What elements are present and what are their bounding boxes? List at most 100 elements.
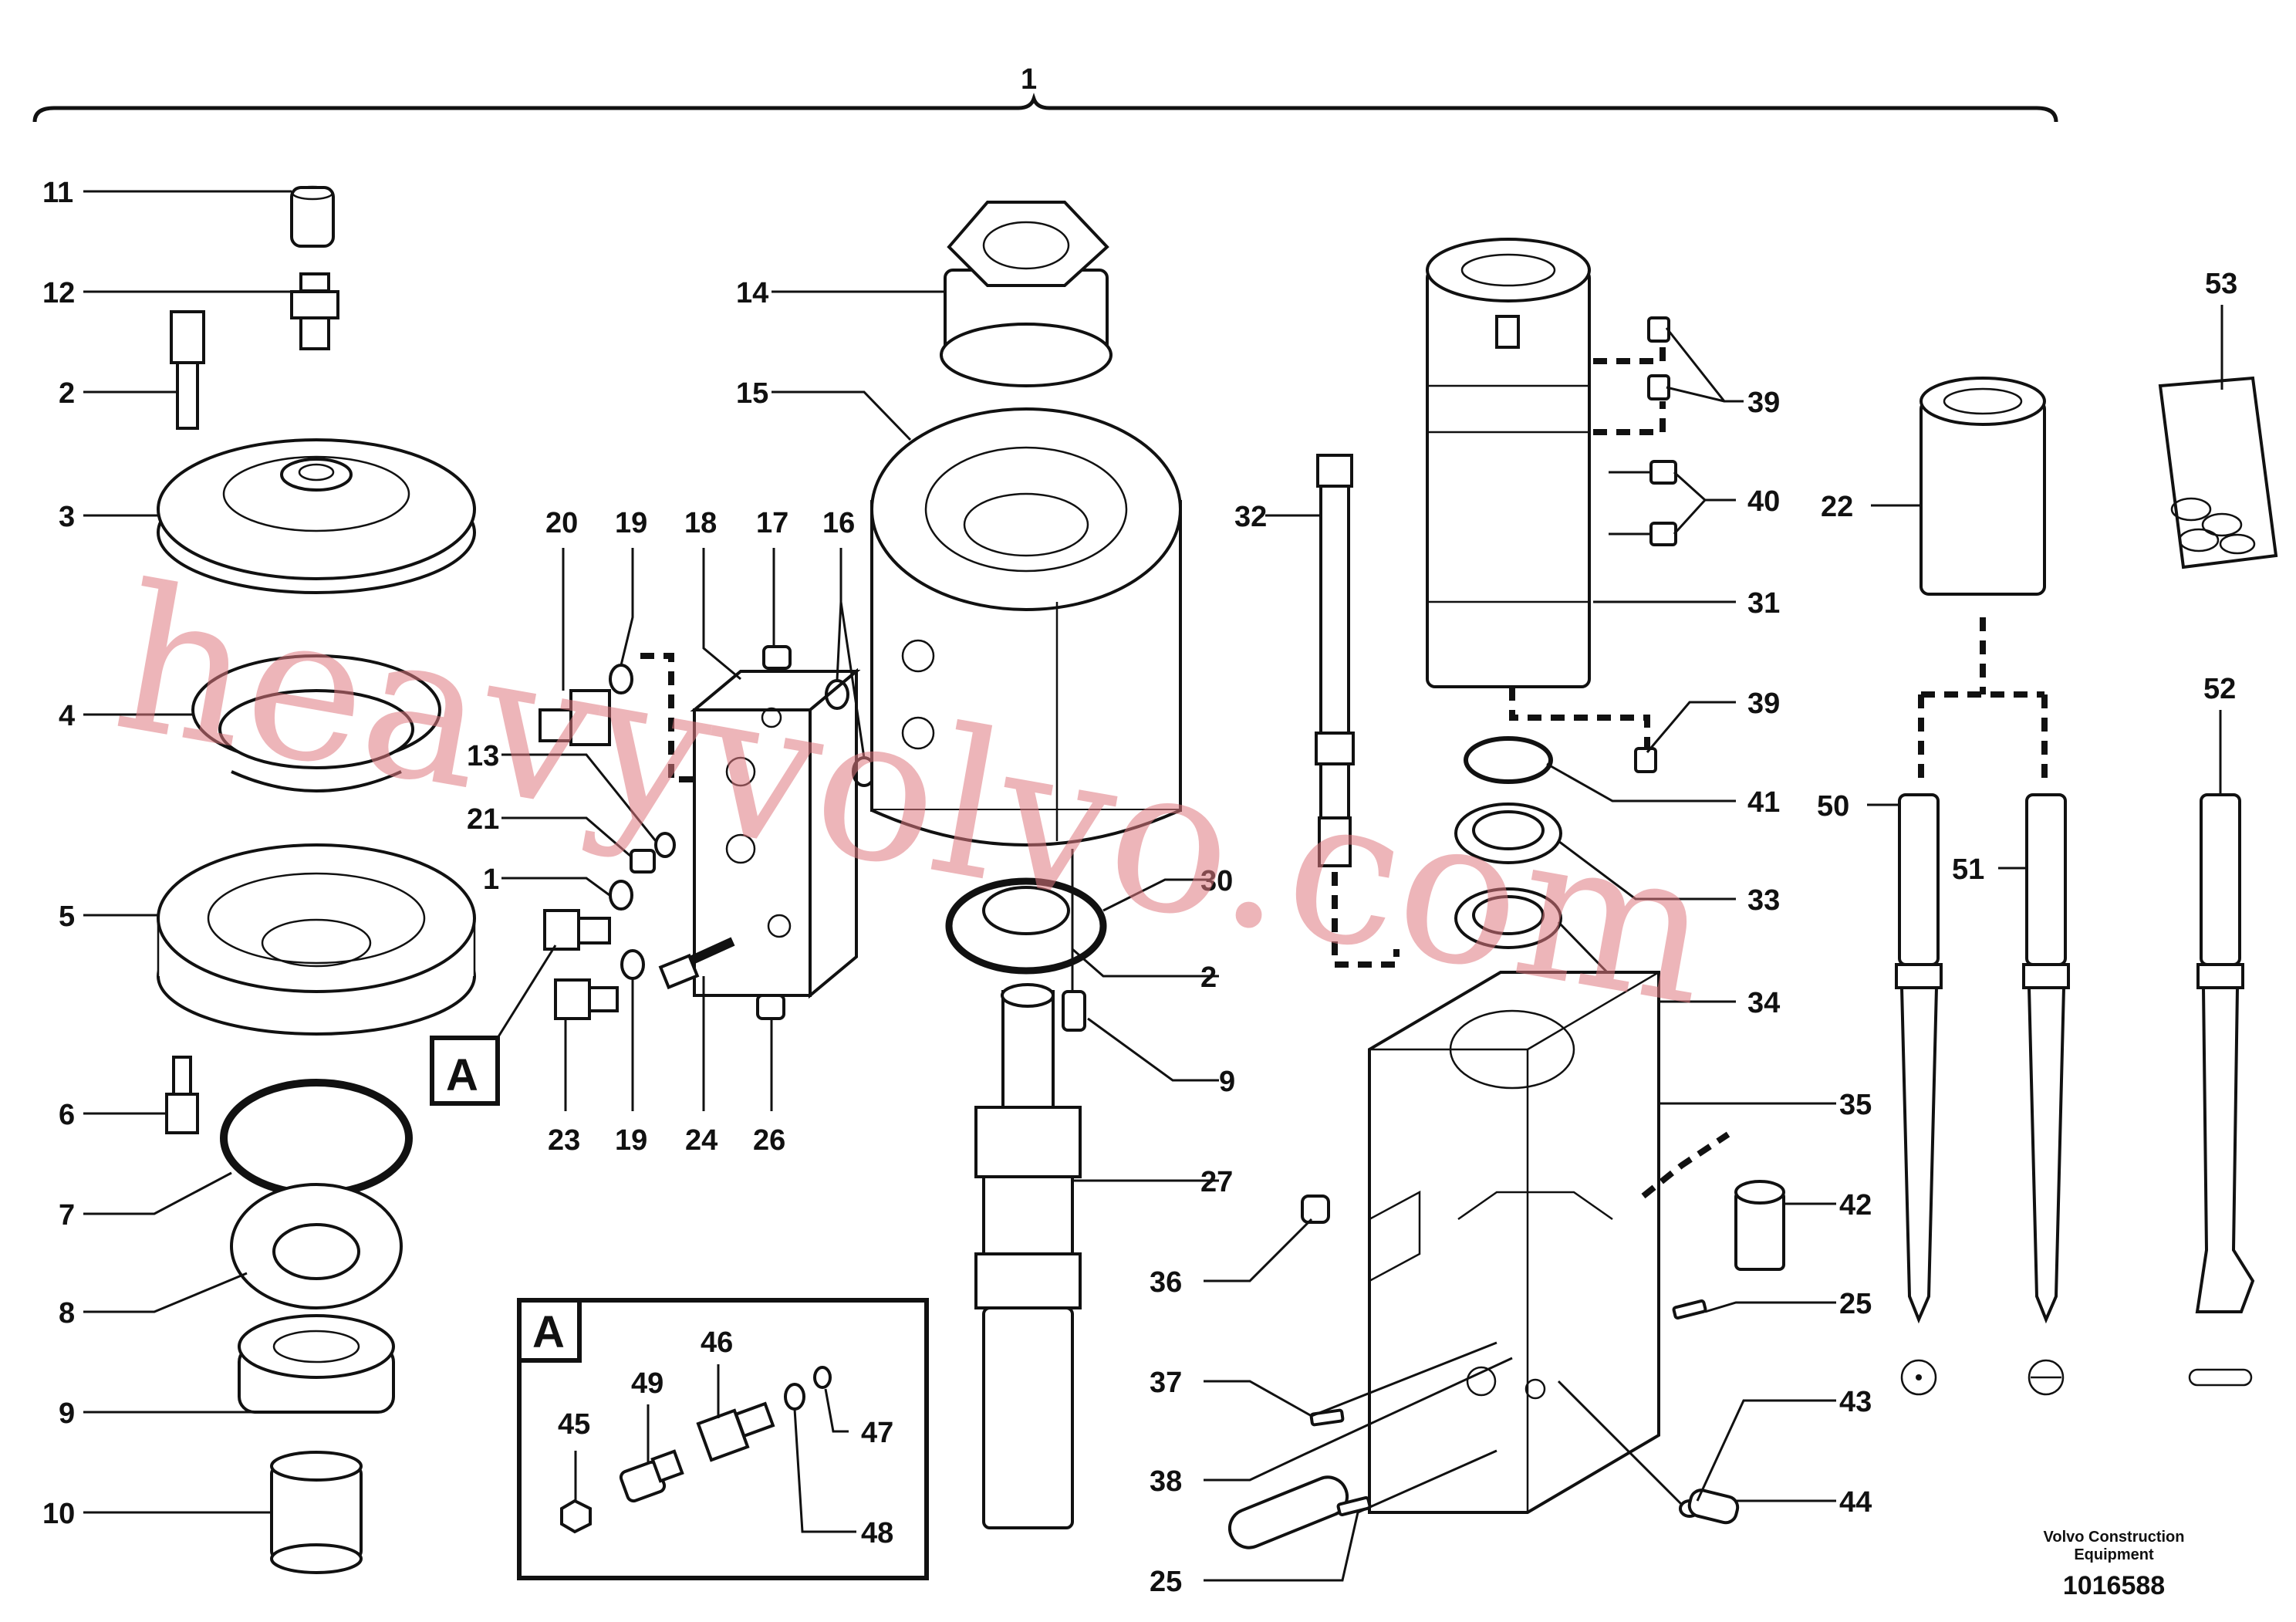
callout-25-bottom: 25	[1150, 1566, 1182, 1598]
callout-19-top: 19	[615, 507, 647, 539]
detail-box-title: A	[532, 1307, 565, 1357]
part-2-bolt	[170, 310, 205, 430]
tools-callouts: 50 51 52	[1817, 673, 2236, 886]
callout-32: 32	[1234, 501, 1267, 533]
detail-box-a: A 45 49 46 47 48	[517, 1298, 929, 1580]
part-9-pin	[1062, 990, 1086, 1032]
callout-24: 24	[685, 1124, 718, 1157]
part-39-plug-c	[1634, 747, 1657, 773]
part-9-damper	[238, 1314, 395, 1414]
part-51-chisel	[2022, 793, 2070, 1396]
dash-connector-20-18	[640, 653, 694, 782]
callout-12: 12	[42, 277, 75, 309]
part-49-fitting	[619, 1449, 684, 1503]
part-1-o-ring	[609, 880, 633, 911]
part-31-accumulator	[1426, 238, 1591, 688]
callout-49: 49	[631, 1367, 663, 1400]
part-32-rod	[1315, 454, 1355, 867]
callout-11: 11	[42, 177, 73, 209]
callout-8: 8	[59, 1297, 75, 1330]
dash-39a	[1593, 347, 1666, 364]
dash-connector-32-35	[1332, 872, 1400, 968]
callout-9: 9	[59, 1397, 75, 1430]
callout-17: 17	[756, 507, 788, 539]
cylinder-callouts: 14 15 30 2 9 27	[736, 277, 1235, 1198]
front-head-callouts: 35 42 25 36 37 38 25 43 44	[1150, 1089, 1872, 1598]
dash-connector-22-tools	[1918, 617, 2048, 779]
valve-callouts: 20 19 18 17 16 13 21 1 23 19 24 26	[467, 507, 855, 1157]
callout-47: 47	[861, 1417, 893, 1449]
footer: Volvo Construction Equipment 1016588	[2044, 1529, 2185, 1600]
callout-1-assembly: 1	[1021, 63, 1037, 96]
part-13-o-ring	[654, 832, 676, 858]
callout-53: 53	[2205, 268, 2237, 300]
callout-2-b: 2	[1200, 961, 1217, 994]
part-22-bushing	[1920, 377, 2046, 596]
part-19-o-ring-b	[620, 949, 645, 980]
part-50-chisel	[1895, 793, 1943, 1396]
callout-18: 18	[684, 507, 717, 539]
part-47-o-ring	[813, 1366, 832, 1389]
part-52-chisel	[2188, 793, 2255, 1387]
part-4-cup	[191, 654, 441, 792]
callout-33: 33	[1747, 884, 1780, 917]
callout-22: 22	[1821, 491, 1853, 523]
part-17-plug	[762, 645, 792, 670]
callout-19-bottom: 19	[615, 1124, 647, 1157]
part-8-washer	[230, 1183, 403, 1309]
callout-34: 34	[1747, 987, 1780, 1019]
part-37-pin	[1309, 1408, 1345, 1427]
part-10-bushing	[270, 1451, 363, 1574]
part-40-insert-a	[1649, 460, 1677, 485]
valve-leader-lines	[501, 548, 866, 1111]
callout-25-right: 25	[1839, 1288, 1872, 1320]
part-21-plug	[630, 849, 656, 874]
part-33-seal	[1454, 803, 1562, 864]
callout-41: 41	[1747, 786, 1780, 819]
part-38-pin	[1228, 1475, 1349, 1549]
callout-40: 40	[1747, 485, 1780, 518]
part-41-ring	[1464, 736, 1553, 784]
part-42-bushing	[1734, 1180, 1785, 1271]
callout-50: 50	[1817, 790, 1849, 823]
part-12-nipple	[290, 272, 339, 350]
callout-7: 7	[59, 1199, 75, 1232]
part-20-fitting	[539, 689, 611, 746]
callout-23: 23	[548, 1124, 580, 1157]
callout-52: 52	[2203, 673, 2236, 705]
part-25-pin-b	[1336, 1496, 1372, 1516]
part-36-valve	[1301, 1195, 1330, 1224]
callout-46: 46	[701, 1326, 733, 1359]
callout-1-oring: 1	[483, 863, 499, 896]
part-11-cap	[290, 185, 335, 248]
part-27-piston	[974, 983, 1082, 1529]
tools-leader-lines	[1867, 710, 2222, 870]
part-7-o-ring	[220, 1079, 413, 1198]
callout-35: 35	[1839, 1089, 1872, 1121]
assembly-brace: 1	[32, 63, 2058, 123]
part-26-plug	[756, 994, 785, 1020]
callout-39-bottom: 39	[1747, 688, 1780, 720]
part-15-cylinder	[870, 407, 1182, 846]
part-46-adapter	[696, 1401, 775, 1462]
callout-10: 10	[42, 1498, 75, 1530]
callout-14: 14	[736, 277, 768, 309]
callout-5: 5	[59, 901, 75, 933]
callout-44: 44	[1839, 1486, 1872, 1519]
front-head-leader-lines	[1204, 1102, 1836, 1582]
part-25-pin-a	[1672, 1299, 1707, 1320]
part-14-nut	[940, 201, 1113, 387]
part-3-cover	[157, 438, 476, 594]
part-24-screw	[658, 937, 735, 990]
callout-43: 43	[1839, 1386, 1872, 1418]
part-18-valve-block	[690, 667, 861, 999]
callout-26: 26	[753, 1124, 785, 1157]
company-line-1: Volvo Construction	[2044, 1529, 2185, 1546]
callout-38: 38	[1150, 1465, 1182, 1498]
part-fittings-a	[543, 909, 619, 1020]
callout-15: 15	[736, 377, 768, 410]
svg-text:A: A	[446, 1050, 478, 1100]
callout-21: 21	[467, 803, 499, 836]
part-53-seal-kit	[2158, 376, 2278, 569]
